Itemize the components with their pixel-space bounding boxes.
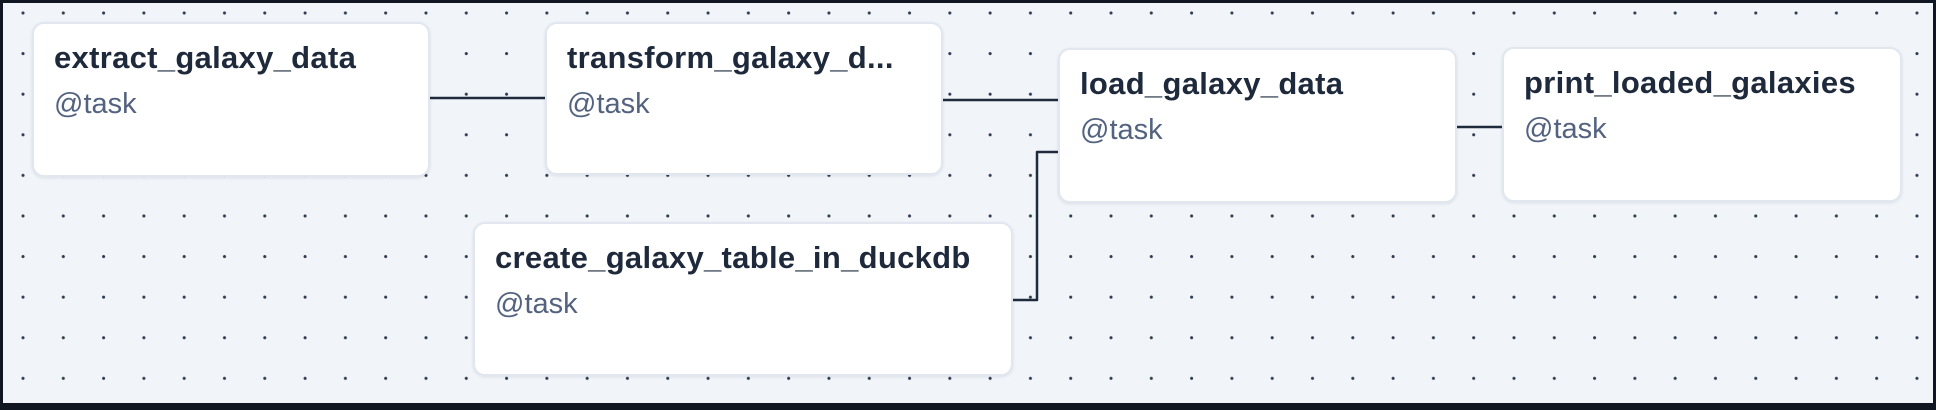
task-node-decorator: @task — [1524, 113, 1607, 145]
task-node-title: print_loaded_galaxies — [1524, 65, 1856, 100]
task-node-title: extract_galaxy_data — [54, 40, 357, 75]
task-node-title: transform_galaxy_d... — [567, 40, 894, 75]
task-node-title: load_galaxy_data — [1080, 66, 1344, 101]
dag-edge-create_galaxy_table_in_duckdb-to-load_galaxy_data — [1013, 150, 1058, 302]
task-node-load_galaxy_data[interactable]: load_galaxy_data @task — [1058, 48, 1457, 203]
task-node-decorator: @task — [1080, 114, 1163, 146]
task-node-title: create_galaxy_table_in_duckdb — [495, 240, 971, 275]
task-node-decorator: @task — [495, 288, 578, 320]
task-node-print_loaded_galaxies[interactable]: print_loaded_galaxies @task — [1502, 47, 1902, 202]
task-node-decorator: @task — [54, 88, 137, 120]
task-node-extract_galaxy_data[interactable]: extract_galaxy_data @task — [32, 22, 430, 177]
task-node-decorator: @task — [567, 88, 650, 120]
task-node-create_galaxy_table_in_duckdb[interactable]: create_galaxy_table_in_duckdb @task — [473, 222, 1013, 376]
task-node-transform_galaxy_data[interactable]: transform_galaxy_d... @task — [545, 22, 943, 175]
dag-canvas[interactable]: extract_galaxy_data @task transform_gala… — [3, 3, 1933, 403]
